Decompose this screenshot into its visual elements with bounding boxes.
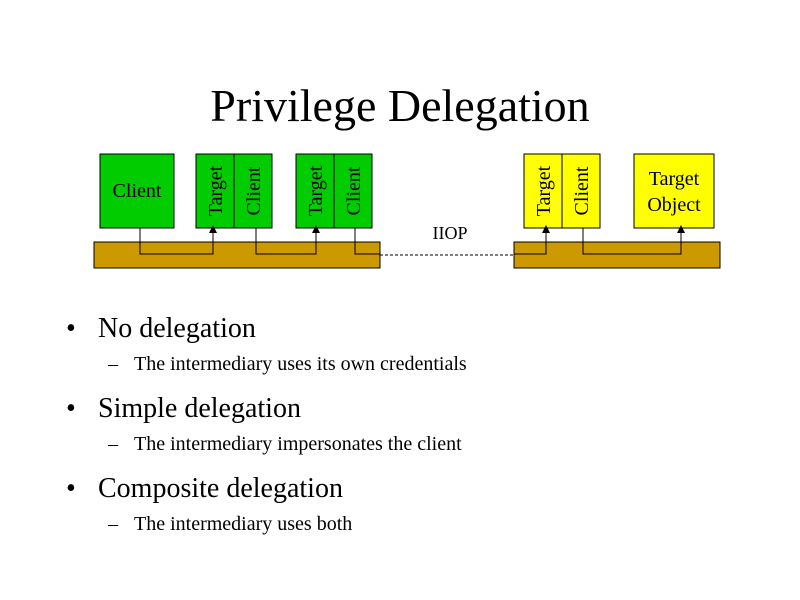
intermediary-3-client-box bbox=[561, 153, 601, 229]
right-orb-bus bbox=[513, 241, 721, 269]
connector-client-2-out bbox=[354, 228, 380, 255]
sub-bullet-composite-delegation: The intermediary uses both bbox=[66, 512, 766, 552]
intermediary-3-client-label: Client bbox=[571, 166, 593, 215]
iiop-label: IIOP bbox=[433, 223, 468, 243]
target-object-label-line1: Target bbox=[649, 168, 700, 190]
sub-bullet-no-delegation: The intermediary uses its own credential… bbox=[66, 352, 766, 392]
intermediary-2-target-label: Target bbox=[305, 165, 327, 216]
target-object-box bbox=[633, 153, 715, 229]
client-box bbox=[99, 153, 175, 229]
intermediary-3-target-label: Target bbox=[533, 165, 555, 216]
connector-client-3-to-target-object bbox=[582, 225, 685, 255]
intermediary-3-target-box bbox=[523, 153, 563, 229]
intermediary-1-client-box bbox=[233, 153, 273, 229]
intermediary-2-target-box bbox=[295, 153, 335, 229]
client-box-label: Client bbox=[113, 180, 162, 202]
left-orb-bus bbox=[93, 241, 381, 269]
bullet-simple-delegation: Simple delegation bbox=[66, 392, 766, 430]
bullet-composite-delegation: Composite delegation bbox=[66, 472, 766, 510]
intermediary-2-client-label: Client bbox=[343, 166, 365, 215]
sub-bullet-simple-delegation: The intermediary impersonates the client bbox=[66, 432, 766, 472]
connector-client-to-target-1 bbox=[139, 225, 217, 255]
connector-client-1-to-target-2 bbox=[255, 225, 320, 255]
intermediary-1-client-label: Client bbox=[243, 166, 265, 215]
slide-title: Privilege Delegation bbox=[210, 80, 590, 131]
bullet-no-delegation: No delegation bbox=[66, 312, 766, 350]
intermediary-1-target-label: Target bbox=[205, 165, 227, 216]
intermediary-2-client-box bbox=[333, 153, 373, 229]
connector-in-to-target-3 bbox=[514, 225, 550, 255]
target-object-label-line2: Object bbox=[647, 194, 701, 216]
delegation-diagram: IIOP Client Target Client Target Client … bbox=[93, 153, 721, 269]
bullet-list: No delegation The intermediary uses its … bbox=[66, 312, 766, 552]
